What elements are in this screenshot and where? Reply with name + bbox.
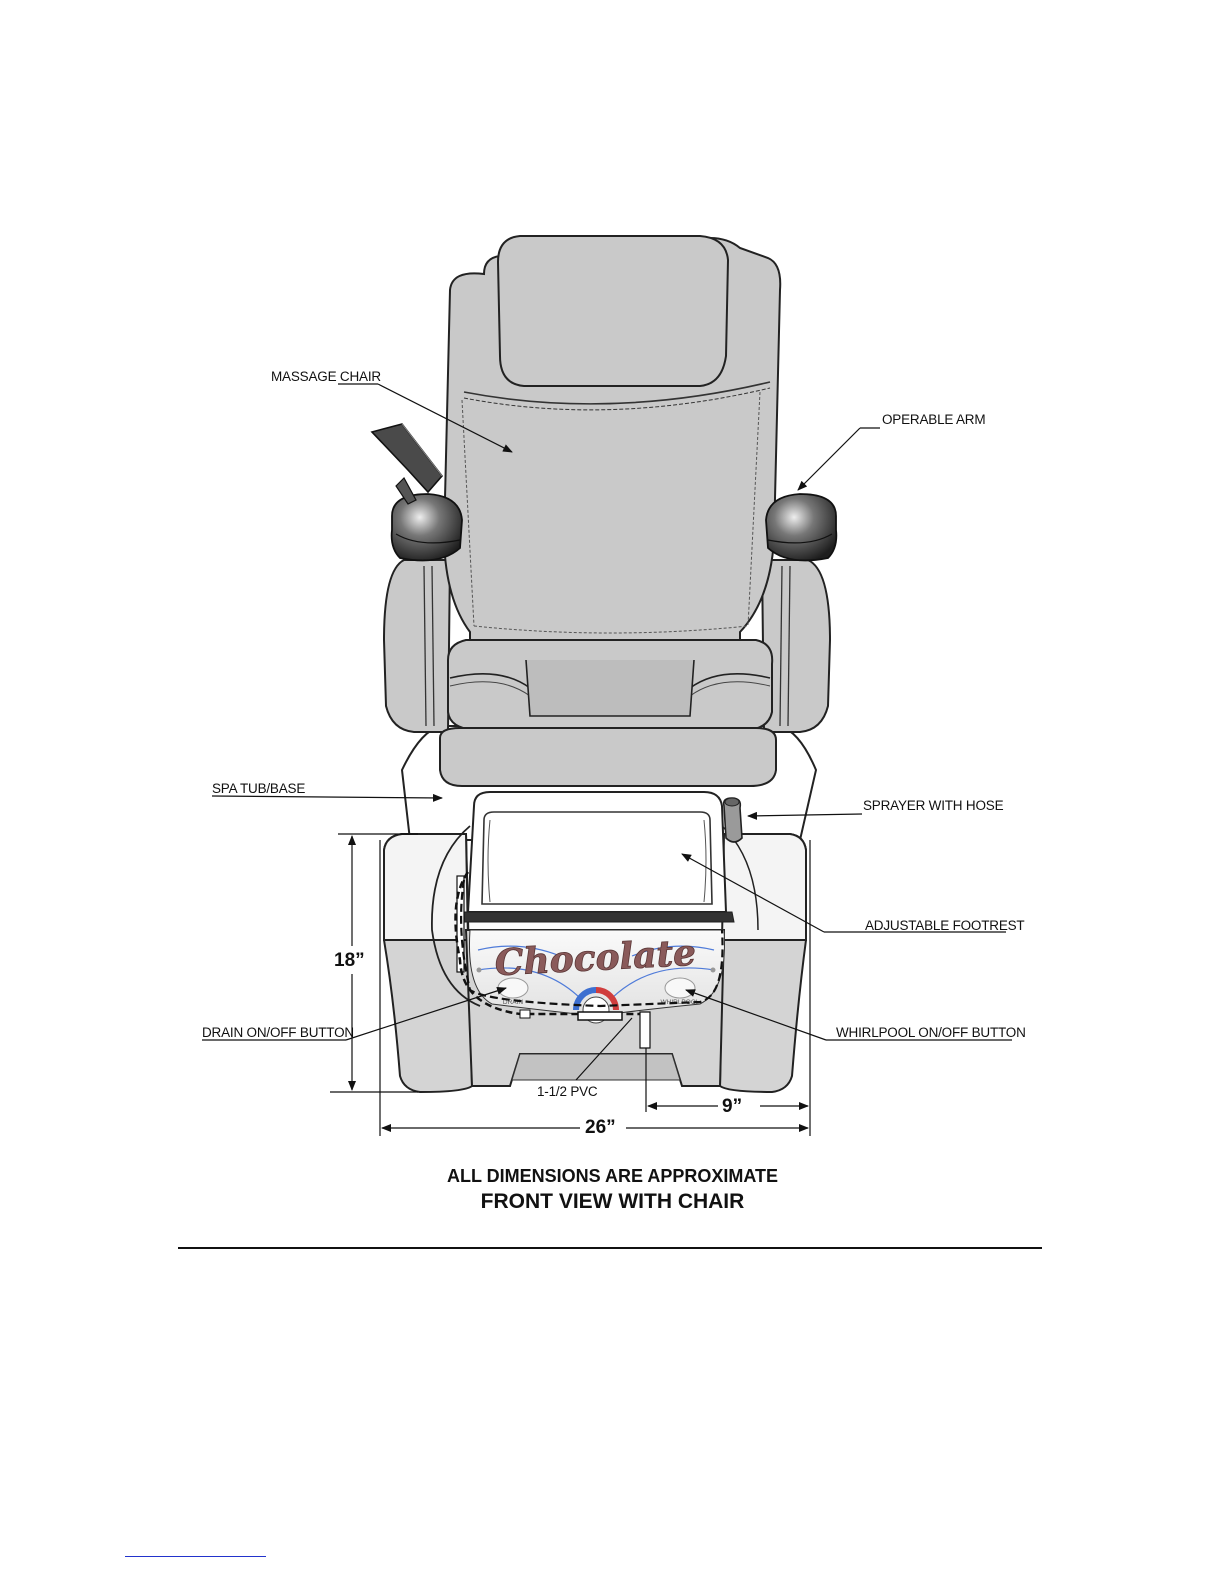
approximate-note: ALL DIMENSIONS ARE APPROXIMATE [0, 1166, 1225, 1187]
view-title: FRONT VIEW WITH CHAIR [0, 1190, 1225, 1214]
label-drain-button: DRAIN ON/OFF BUTTON [202, 1025, 354, 1040]
label-pvc: 1-1/2 PVC [537, 1084, 598, 1099]
adjustable-footrest [458, 792, 734, 922]
label-whirlpool-button: WHIRLPOOL ON/OFF BUTTON [836, 1025, 1026, 1040]
drain-button[interactable] [498, 978, 528, 998]
massage-chair [372, 236, 836, 786]
dimension-offset: 9” [722, 1096, 742, 1117]
sprayer [724, 798, 742, 842]
divider [178, 1247, 1042, 1249]
dimension-width: 26” [585, 1117, 616, 1138]
label-adjustable-footrest: ADJUSTABLE FOOTREST [865, 918, 1024, 933]
label-sprayer-with-hose: SPRAYER WITH HOSE [863, 798, 1004, 813]
remote-controller [372, 424, 442, 504]
dimension-height: 18” [334, 950, 365, 971]
label-massage-chair: MASSAGE CHAIR [271, 369, 381, 384]
label-operable-arm: OPERABLE ARM [882, 412, 985, 427]
footer-link-underline [125, 1556, 266, 1557]
whirlpool-button[interactable] [665, 978, 695, 998]
label-spa-tub-base: SPA TUB/BASE [212, 781, 305, 796]
